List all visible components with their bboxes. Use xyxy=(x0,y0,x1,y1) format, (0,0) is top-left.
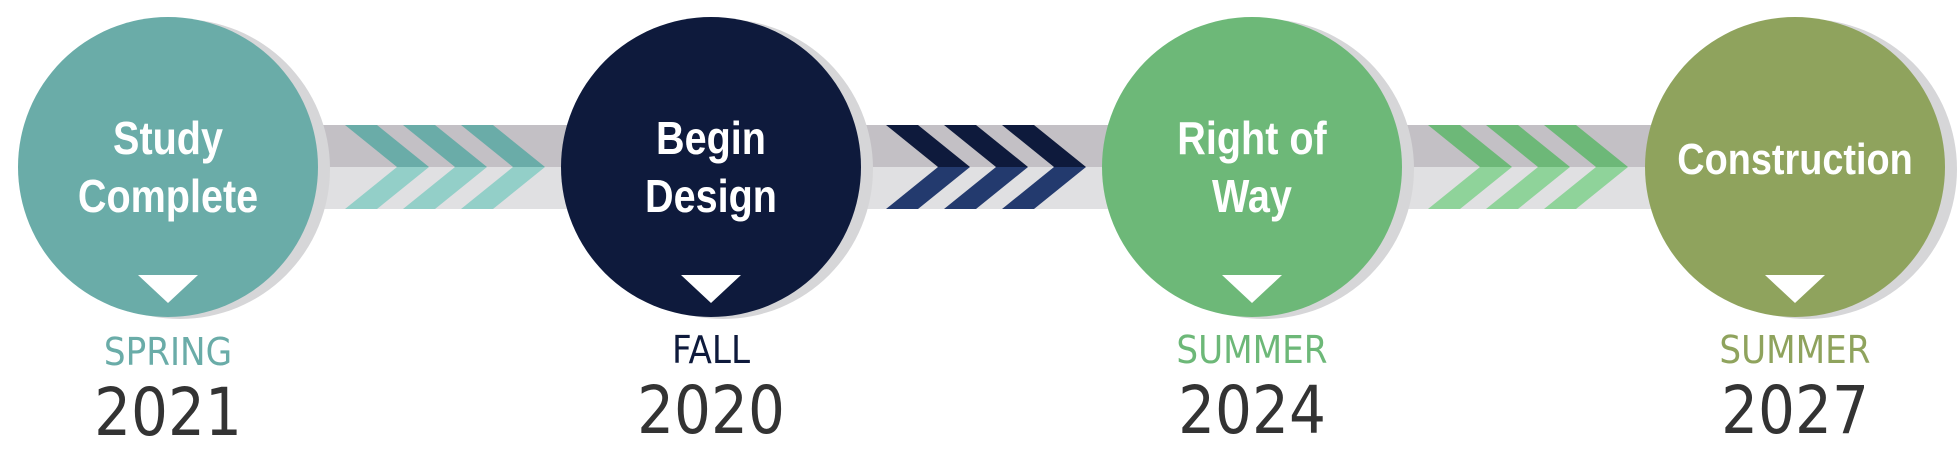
milestone-circle-2 xyxy=(561,17,873,319)
chevron-bottom-2-2 xyxy=(944,167,1028,209)
chevron-bottom-3-2 xyxy=(1486,167,1570,209)
down-triangle-icon-3 xyxy=(1222,275,1282,303)
chevron-bottom-3-1 xyxy=(1428,167,1512,209)
milestone-2-year: 2020 xyxy=(637,372,785,449)
chevron-top-3-1 xyxy=(1428,125,1512,167)
chevron-arrows-3 xyxy=(1428,125,1628,209)
milestone-circle-3 xyxy=(1102,17,1414,319)
connector-3 xyxy=(1383,125,1663,209)
connector-2 xyxy=(841,125,1121,209)
chevron-arrows-2 xyxy=(886,125,1086,209)
chevron-arrows-1 xyxy=(345,125,545,209)
chevron-bottom-3-3 xyxy=(1544,167,1628,209)
chevron-bottom-2-3 xyxy=(1002,167,1086,209)
milestone-3-year: 2024 xyxy=(1178,372,1326,449)
milestone-1-year: 2021 xyxy=(94,374,242,451)
chevron-top-3-3 xyxy=(1544,125,1628,167)
milestone-1-season: SPRING xyxy=(103,330,233,374)
chevron-top-1-1 xyxy=(345,125,429,167)
chevron-top-3-2 xyxy=(1486,125,1570,167)
chevron-bottom-1-1 xyxy=(345,167,429,209)
chevron-top-2-3 xyxy=(1002,125,1086,167)
chevron-top-1-3 xyxy=(461,125,545,167)
connector-1 xyxy=(300,125,580,209)
milestone-4-season: SUMMER xyxy=(1719,328,1871,372)
chevron-bottom-1-2 xyxy=(403,167,487,209)
chevron-top-2-1 xyxy=(886,125,970,167)
down-triangle-icon-4 xyxy=(1765,275,1825,303)
down-triangle-icon-2 xyxy=(681,275,741,303)
milestone-circle-4 xyxy=(1645,17,1957,319)
chevron-bottom-1-3 xyxy=(461,167,545,209)
chevron-bottom-2-1 xyxy=(886,167,970,209)
milestone-circle-1 xyxy=(18,17,330,319)
milestone-2-season: FALL xyxy=(671,328,751,372)
down-triangle-icon-1 xyxy=(138,275,198,303)
chevron-top-1-2 xyxy=(403,125,487,167)
milestone-3-season: SUMMER xyxy=(1176,328,1328,372)
chevron-top-2-2 xyxy=(944,125,1028,167)
milestone-4-year: 2027 xyxy=(1721,372,1869,449)
